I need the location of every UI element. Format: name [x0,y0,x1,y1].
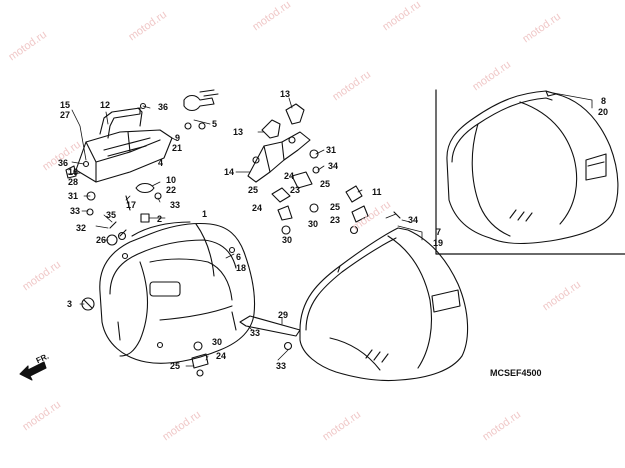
lid-stay-strap [191,315,301,377]
callout-2: 2 [157,214,163,224]
callout-14: 14 [224,167,235,177]
carry-handle [99,107,143,139]
callout-18: 18 [236,263,247,273]
callout-29: 29 [278,310,289,320]
callout-7: 7 [436,227,442,237]
section-divider-line [435,89,625,255]
callout-15: 15 [60,100,71,110]
callout-6: 6 [236,252,242,262]
callout-32: 32 [76,223,87,233]
callout-24: 24 [216,351,227,361]
callout-33: 33 [250,328,261,338]
callout-33: 33 [170,200,181,210]
callout-3: 3 [67,299,73,309]
callout-34: 34 [328,161,339,171]
callout-23: 23 [330,215,341,225]
callout-36: 36 [158,102,169,112]
callout-21: 21 [172,143,183,153]
callout-8: 8 [601,96,607,106]
callout-30: 30 [282,235,293,245]
saddlebag-lid [299,227,469,382]
callout-1: 1 [202,209,208,219]
lid-hinge-cover [75,129,173,183]
callout-31: 31 [68,191,79,201]
callout-20: 20 [598,107,609,117]
callout-17: 17 [126,200,137,210]
mounting-bracket-assembly [247,103,401,235]
callout-33: 33 [70,206,81,216]
callout-16: 16 [68,167,79,177]
callout-13: 13 [233,127,244,137]
leader-lines [67,91,593,367]
key-lock-set [139,89,219,130]
callout-33: 33 [276,361,287,371]
callout-12: 12 [100,100,111,110]
callout-4: 4 [158,158,164,168]
callout-10: 10 [166,175,177,185]
callout-23: 23 [290,185,301,195]
callout-9: 9 [175,133,181,143]
callout-26: 26 [96,235,107,245]
callout-19: 19 [433,238,444,248]
callout-27: 27 [60,110,71,120]
diagram-code: MCSEF4500 [490,368,542,378]
callout-25: 25 [320,179,331,189]
callout-35: 35 [106,210,117,220]
callout-34: 34 [408,215,419,225]
callout-22: 22 [166,185,177,195]
callout-28: 28 [68,177,79,187]
callout-24: 24 [252,203,263,213]
callout-36: 36 [58,158,69,168]
callout-25: 25 [248,185,259,195]
callout-5: 5 [212,119,218,129]
callout-30: 30 [308,219,319,229]
saddlebag-assembly-right [446,90,619,244]
callout-25: 25 [330,202,341,212]
callout-25: 25 [170,361,181,371]
callout-11: 11 [372,187,382,197]
small-hardware-left [65,160,162,311]
callout-24: 24 [284,171,295,181]
callout-31: 31 [326,145,337,155]
callout-30: 30 [212,337,223,347]
callout-13: 13 [280,89,291,99]
front-direction-arrow [19,361,47,381]
saddlebag-case [99,221,256,364]
